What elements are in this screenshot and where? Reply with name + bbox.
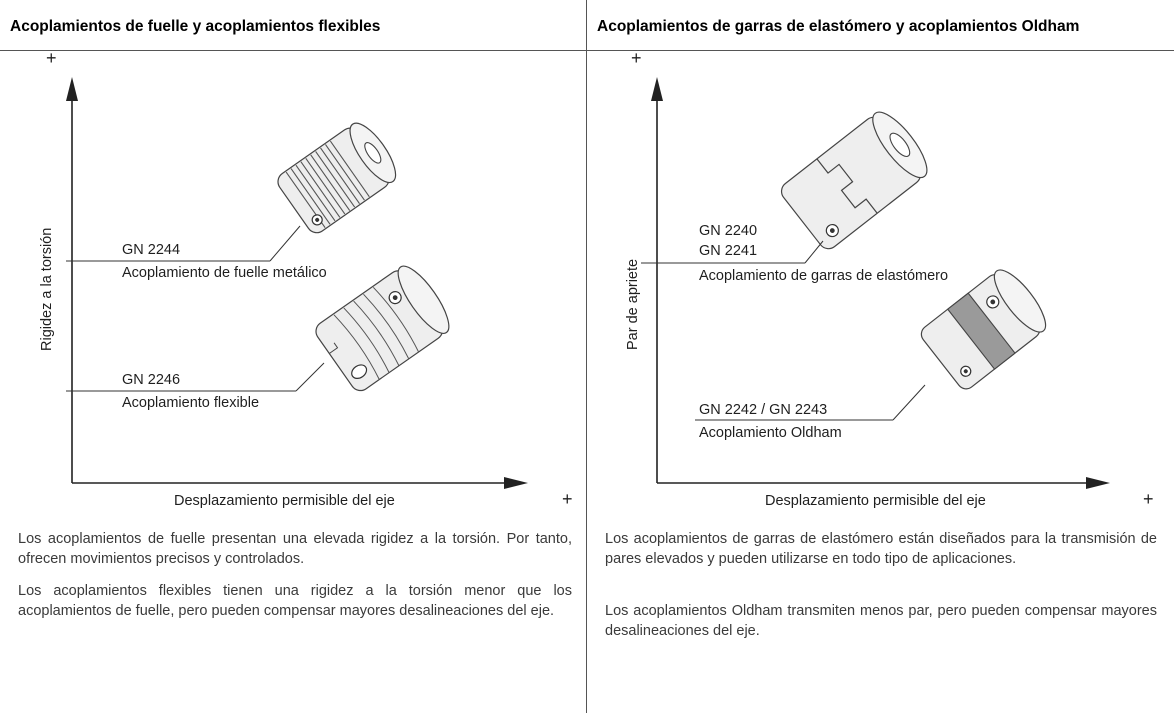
right-diagram-panel: + + Par de apriete Desplazamiento permis… <box>587 48 1174 511</box>
bellows-code: GN 2244 <box>122 242 181 258</box>
x-axis-plus-sign: + <box>562 489 573 509</box>
left-diagram-panel: + + Rigidez a la torsión Desplazamiento … <box>0 48 586 511</box>
y-axis-plus-sign: + <box>46 48 57 68</box>
x-axis-label: Desplazamiento permisible del eje <box>765 493 986 509</box>
oldham-code: GN 2242 / GN 2243 <box>699 402 828 418</box>
y-axis-label: Rigidez a la torsión <box>39 227 55 351</box>
right-column-title: Acoplamientos de garras de elastómero y … <box>597 18 1080 35</box>
y-axis-label: Par de apriete <box>625 258 641 350</box>
x-axis-label: Desplazamiento permisible del eje <box>174 493 395 509</box>
left-paragraph-2: Los acoplamientos flexibles tienen una r… <box>18 583 572 619</box>
y-axis-arrowhead <box>66 77 78 101</box>
y-axis-plus-sign: + <box>631 48 642 68</box>
flexible-name: Acoplamiento flexible <box>122 395 260 411</box>
jaw-code-a: GN 2240 <box>699 223 758 239</box>
right-paragraph-2: Los acoplamientos Oldham transmiten meno… <box>605 603 1157 639</box>
jaw-code-b: GN 2241 <box>699 243 758 259</box>
oldham-name: Acoplamiento Oldham <box>699 425 842 441</box>
x-axis-arrowhead <box>504 477 528 489</box>
bellows-name: Acoplamiento de fuelle metálico <box>122 265 327 281</box>
x-axis-plus-sign: + <box>1143 489 1154 509</box>
leader-line-jaw-diag <box>804 240 824 264</box>
left-diagram-graphics <box>66 77 528 489</box>
bellows-coupling-illustration <box>277 122 397 234</box>
table-rule-top-header <box>0 50 1174 51</box>
leader-line-flexible-diag <box>295 362 325 392</box>
table-rule-center <box>586 0 587 713</box>
left-paragraph-1: Los acoplamientos de fuelle presentan un… <box>18 531 572 567</box>
oldham-coupling-illustration <box>920 269 1047 390</box>
jaw-name: Acoplamiento de garras de elastómero <box>699 268 949 284</box>
y-axis-arrowhead <box>651 77 663 101</box>
right-paragraph-1: Los acoplamientos de garras de elastómer… <box>605 531 1157 567</box>
leader-line-oldham-diag <box>892 384 926 421</box>
x-axis-arrowhead <box>1086 477 1110 489</box>
jaw-coupling-illustration <box>780 111 928 250</box>
right-diagram-graphics <box>641 77 1110 489</box>
flexible-coupling-illustration <box>315 265 450 392</box>
flexible-code: GN 2246 <box>122 372 181 388</box>
leader-line-bellows-diag <box>269 225 301 262</box>
left-column-title: Acoplamientos de fuelle y acoplamientos … <box>10 18 381 35</box>
